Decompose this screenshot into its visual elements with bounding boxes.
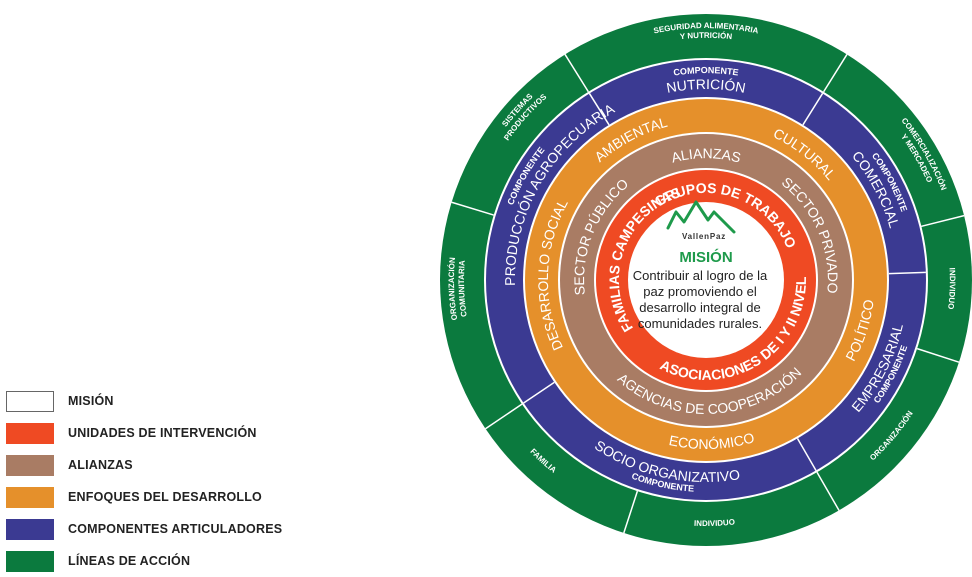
- legend-label: ENFOQUES DEL DESARROLLO: [68, 490, 262, 504]
- legend-label: UNIDADES DE INTERVENCIÓN: [68, 426, 257, 440]
- legend-item-mision: MISIÓN: [6, 385, 336, 417]
- legend-label: MISIÓN: [68, 394, 114, 408]
- linea-divider: [564, 54, 589, 93]
- componente-divider: [802, 93, 824, 126]
- legend-swatch-enfoques: [6, 486, 54, 508]
- alianza-label: ALIANZAS: [670, 145, 743, 166]
- linea-divider: [916, 347, 960, 363]
- vallenpaz-logo: VallenPaz: [666, 200, 736, 241]
- center-mision: [630, 204, 782, 356]
- linea-divider: [485, 403, 523, 430]
- legend: MISIÓN UNIDADES DE INTERVENCIÓN ALIANZAS…: [6, 385, 336, 577]
- logo-text: VallenPaz: [682, 232, 726, 241]
- legend-item-lineas: LÍNEAS DE ACCIÓN: [6, 545, 336, 577]
- logo-mountains-icon: [666, 200, 736, 234]
- legend-item-componentes: COMPONENTES ARTICULADORES: [6, 513, 336, 545]
- componente-divider: [588, 93, 610, 126]
- legend-swatch-componentes: [6, 518, 54, 540]
- linea-label: COMUNITARIA: [457, 260, 469, 318]
- linea-label: INDIVIDUO: [946, 267, 957, 309]
- linea-divider: [921, 214, 965, 228]
- linea-label: Y NUTRICIÓN: [679, 31, 732, 41]
- legend-swatch-alianzas: [6, 454, 54, 476]
- legend-swatch-lineas: [6, 550, 54, 572]
- componente-small-label: COMPONENTE: [673, 65, 740, 77]
- linea-divider: [816, 471, 840, 511]
- linea-divider: [823, 54, 848, 93]
- mission-text: Contribuir al logro de la paz promoviend…: [632, 268, 768, 331]
- legend-item-unidades: UNIDADES DE INTERVENCIÓN: [6, 417, 336, 449]
- mission-title: MISIÓN: [679, 248, 732, 266]
- componente-divider: [796, 438, 817, 471]
- componente-divider: [888, 271, 926, 275]
- legend-item-alianzas: ALIANZAS: [6, 449, 336, 481]
- componente-divider: [523, 381, 555, 404]
- legend-swatch-mision: [6, 390, 54, 412]
- legend-label: COMPONENTES ARTICULADORES: [68, 522, 283, 536]
- linea-label: INDIVIDUO: [694, 517, 736, 528]
- legend-label: LÍNEAS DE ACCIÓN: [68, 554, 191, 568]
- linea-divider: [451, 201, 494, 216]
- linea-divider: [623, 490, 639, 534]
- segment-dividers: [451, 54, 965, 534]
- legend-swatch-unidades: [6, 422, 54, 444]
- legend-item-enfoques: ENFOQUES DEL DESARROLLO: [6, 481, 336, 513]
- legend-label: ALIANZAS: [68, 458, 133, 472]
